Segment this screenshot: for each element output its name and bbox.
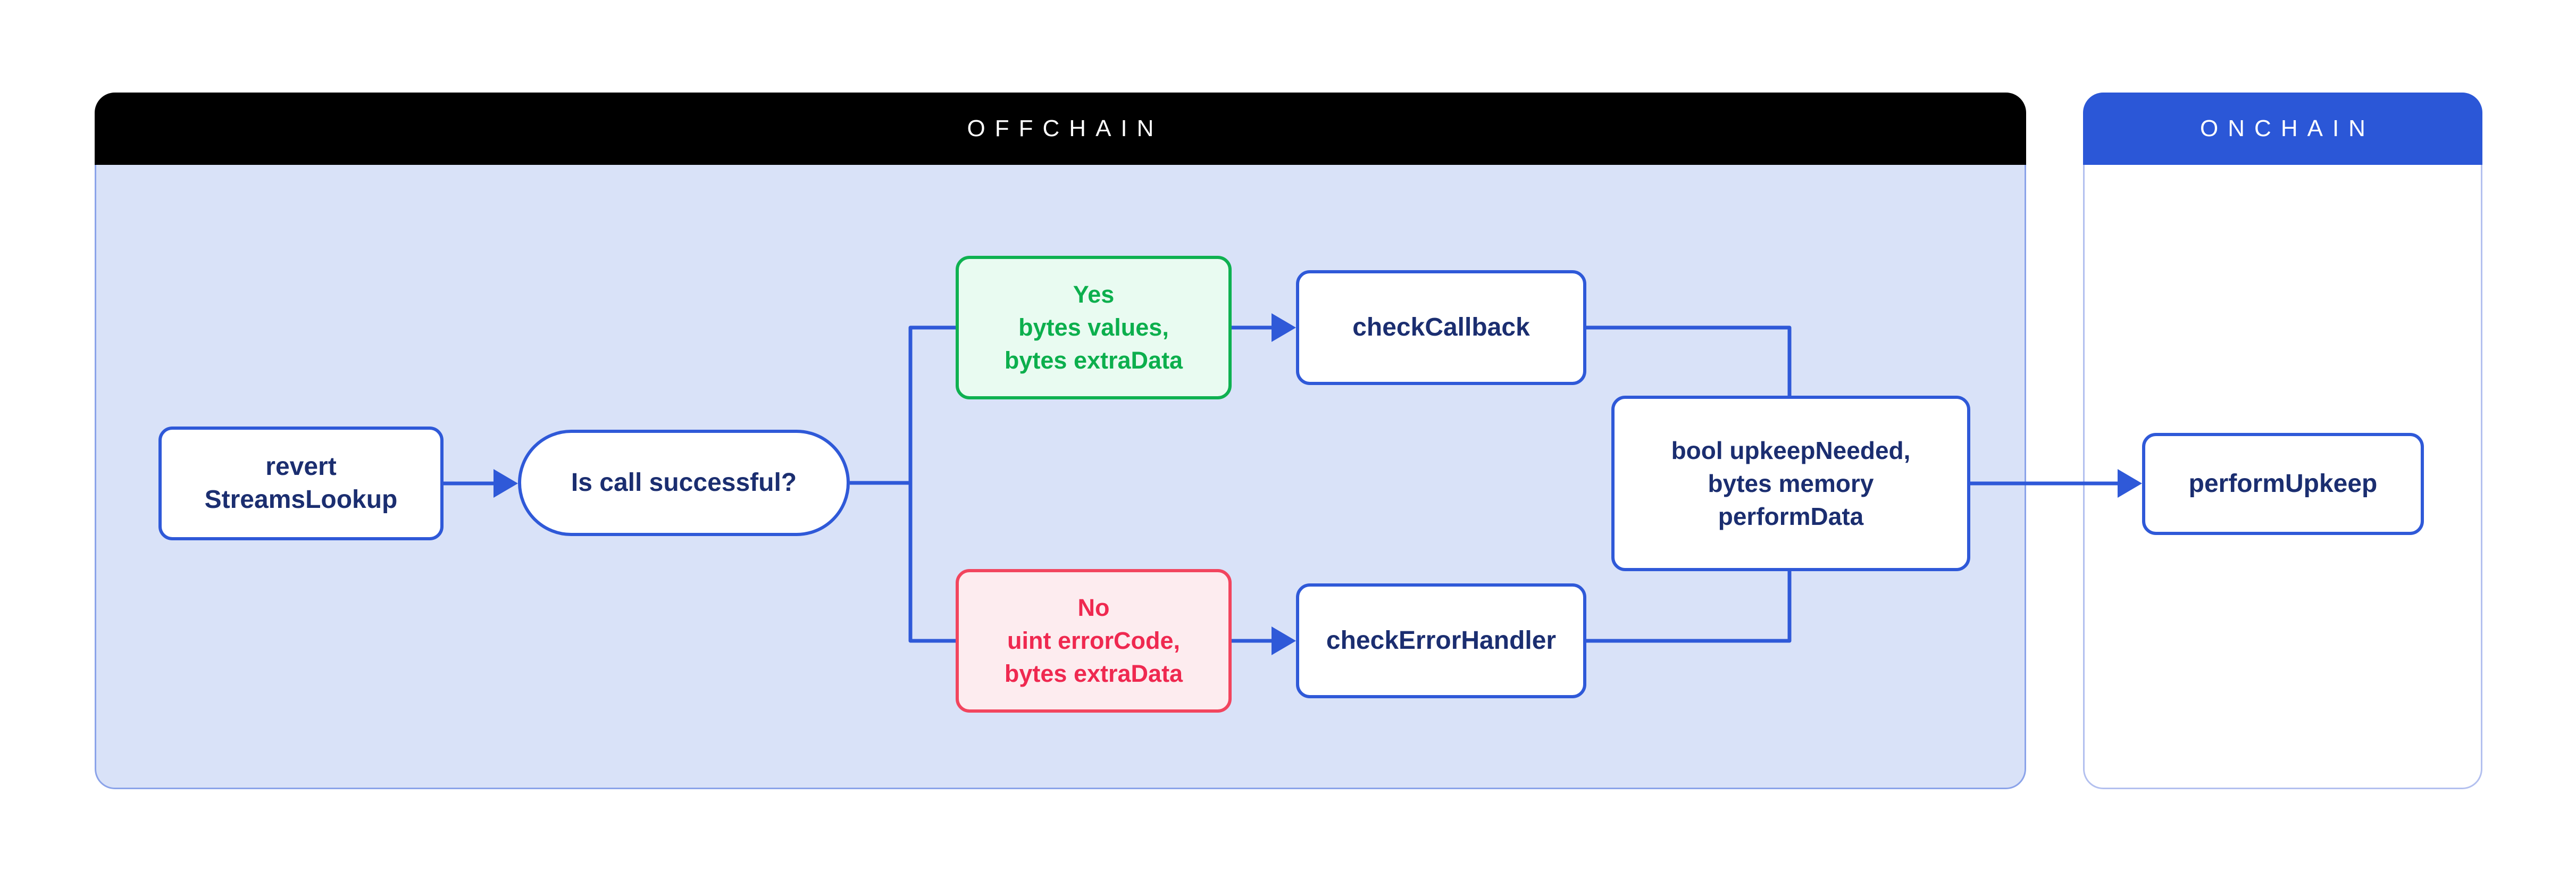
node-yes-line2: bytes values, <box>1018 314 1169 341</box>
node-no-line2: uint errorCode, <box>1007 627 1181 654</box>
offchain-title: OFFCHAIN <box>967 115 1164 141</box>
node-perform-upkeep: performUpkeep <box>2142 433 2424 535</box>
node-no-line3: bytes extraData <box>1004 660 1183 687</box>
node-check-callback-label: checkCallback <box>1352 313 1530 341</box>
node-check-error-handler: checkErrorHandler <box>1296 583 1586 698</box>
node-no-line1: No <box>1077 594 1110 621</box>
node-yes-line3: bytes extraData <box>1004 347 1183 374</box>
node-check-error-handler-label: checkErrorHandler <box>1326 626 1557 655</box>
node-check-result-line1: bool upkeepNeeded, <box>1671 437 1911 464</box>
offchain-header: OFFCHAIN <box>95 93 2026 165</box>
node-no-branch: No uint errorCode, bytes extraData <box>956 569 1232 713</box>
node-check-result-line2: bytes memory <box>1708 470 1874 497</box>
node-yes-line1: Yes <box>1073 281 1115 308</box>
node-perform-upkeep-label: performUpkeep <box>2188 470 2378 498</box>
node-check-result: bool upkeepNeeded, bytes memory performD… <box>1611 396 1970 571</box>
node-yes-branch: Yes bytes values, bytes extraData <box>956 256 1232 399</box>
onchain-title: ONCHAIN <box>2200 115 2375 141</box>
node-check-result-line3: performData <box>1718 503 1864 530</box>
node-decision-label: Is call successful? <box>571 469 797 497</box>
onchain-header: ONCHAIN <box>2083 93 2482 165</box>
node-revert-line2: StreamsLookup <box>204 486 398 514</box>
node-revert-streams-lookup: revert StreamsLookup <box>158 427 444 540</box>
node-is-call-successful: Is call successful? <box>518 430 850 536</box>
node-check-callback: checkCallback <box>1296 270 1586 385</box>
node-revert-line1: revert <box>265 453 337 481</box>
